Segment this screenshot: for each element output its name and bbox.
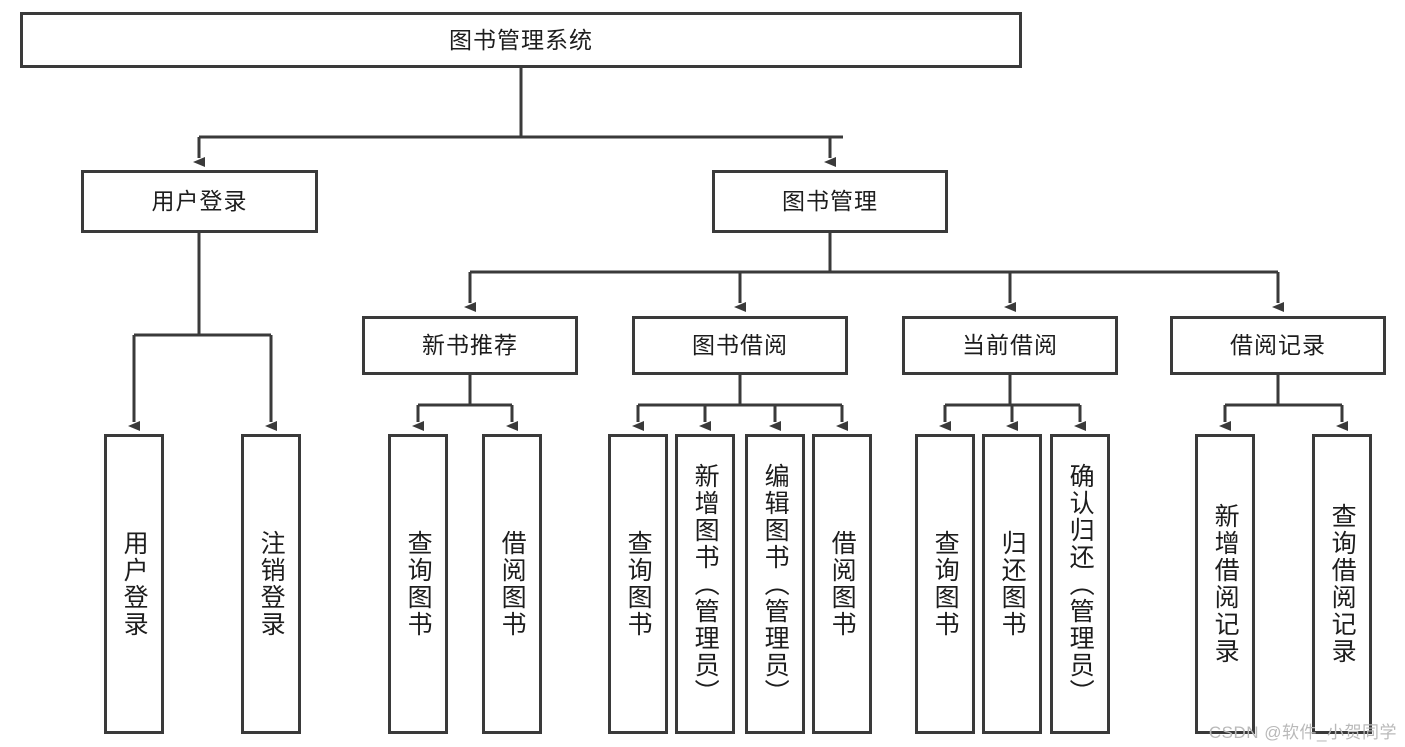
- node-label: 确认归还（管理员）: [1066, 462, 1095, 706]
- node-book-borrow[interactable]: 图书借阅: [632, 316, 848, 375]
- leaf-user-login-login[interactable]: 用户登录: [104, 434, 164, 734]
- leaf-new-book-query[interactable]: 查询图书: [388, 434, 448, 734]
- leaf-current-return-book[interactable]: 归还图书: [982, 434, 1042, 734]
- node-root-book-management-system[interactable]: 图书管理系统: [20, 12, 1022, 68]
- leaf-borrow-add-book-admin[interactable]: 新增图书（管理员）: [675, 434, 735, 734]
- node-label: 新增图书（管理员）: [691, 462, 720, 706]
- leaf-current-query-book[interactable]: 查询图书: [915, 434, 975, 734]
- node-label: 用户登录: [151, 188, 248, 215]
- leaf-new-book-borrow[interactable]: 借阅图书: [482, 434, 542, 734]
- node-book-management[interactable]: 图书管理: [712, 170, 948, 233]
- node-label: 借阅图书: [498, 530, 527, 638]
- node-label: 新书推荐: [422, 332, 518, 359]
- node-user-login[interactable]: 用户登录: [81, 170, 318, 233]
- node-label: 当前借阅: [962, 332, 1058, 359]
- node-new-book-recommend[interactable]: 新书推荐: [362, 316, 578, 375]
- node-label: 查询图书: [404, 530, 433, 638]
- leaf-record-query-record[interactable]: 查询借阅记录: [1312, 434, 1372, 734]
- node-label: 图书借阅: [692, 332, 788, 359]
- node-label: 编辑图书（管理员）: [761, 462, 790, 706]
- node-label: 图书管理系统: [449, 26, 593, 53]
- node-label: 借阅图书: [828, 530, 857, 638]
- node-label: 图书管理: [782, 188, 878, 215]
- node-current-borrow[interactable]: 当前借阅: [902, 316, 1118, 375]
- node-label: 归还图书: [998, 530, 1027, 638]
- node-label: 查询图书: [931, 530, 960, 638]
- leaf-borrow-edit-book-admin[interactable]: 编辑图书（管理员）: [745, 434, 805, 734]
- leaf-user-login-logout[interactable]: 注销登录: [241, 434, 301, 734]
- node-label: 新增借阅记录: [1211, 503, 1240, 665]
- leaf-borrow-borrow-book[interactable]: 借阅图书: [812, 434, 872, 734]
- node-label: 借阅记录: [1230, 332, 1326, 359]
- node-borrow-record[interactable]: 借阅记录: [1170, 316, 1386, 375]
- node-label: 查询图书: [624, 530, 653, 638]
- leaf-borrow-query-book[interactable]: 查询图书: [608, 434, 668, 734]
- watermark-text: CSDN @软件_小贺同学: [1208, 723, 1397, 742]
- node-label: 查询借阅记录: [1328, 503, 1357, 665]
- leaf-current-confirm-return-admin[interactable]: 确认归还（管理员）: [1050, 434, 1110, 734]
- node-label: 注销登录: [257, 530, 286, 638]
- leaf-record-add-record[interactable]: 新增借阅记录: [1195, 434, 1255, 734]
- node-label: 用户登录: [120, 530, 149, 638]
